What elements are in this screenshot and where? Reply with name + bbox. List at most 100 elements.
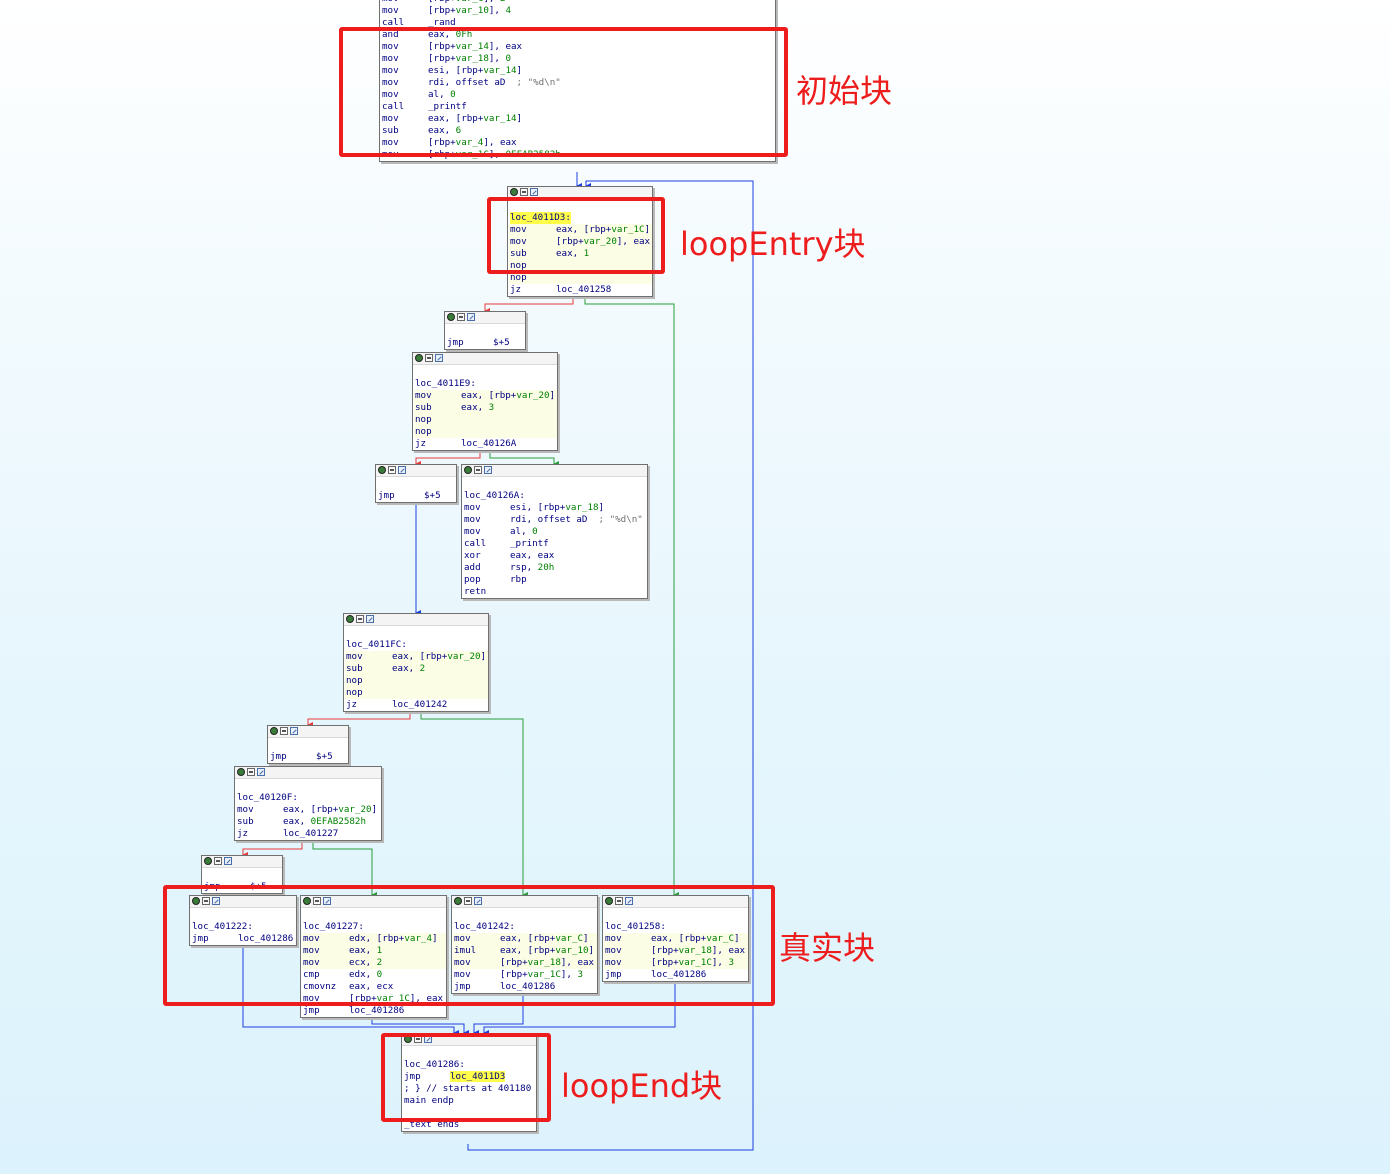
node-edit-icon[interactable] — [424, 1035, 432, 1043]
node-graph-icon[interactable] — [202, 897, 210, 905]
node-color-icon[interactable] — [303, 897, 311, 905]
instruction-line[interactable]: nop — [509, 272, 652, 284]
instruction-line[interactable]: jmp$+5 — [269, 751, 348, 763]
block-label[interactable]: loc_401258: — [604, 921, 748, 933]
block-label[interactable]: loc_4011E9: — [414, 378, 557, 390]
instruction-line[interactable]: mov[rbp+var_18], eax — [604, 945, 748, 957]
instruction-line[interactable]: call_rand — [381, 17, 775, 29]
node-header[interactable] — [301, 896, 446, 908]
instruction-line[interactable]: mov[rbp+var_18], eax — [453, 957, 597, 969]
node-graph-icon[interactable] — [615, 897, 623, 905]
instruction-line[interactable]: nop — [414, 414, 557, 426]
node-header[interactable] — [462, 465, 647, 477]
instruction-line[interactable]: mov[rbp+var_20], eax — [509, 236, 652, 248]
code-block-jmp1[interactable]: jmp$+5 — [444, 311, 526, 350]
block-label[interactable]: loc_401227: — [302, 921, 446, 933]
code-block-jmp2[interactable]: jmp$+5 — [375, 464, 457, 503]
node-edit-icon[interactable] — [366, 615, 374, 623]
node-header[interactable] — [508, 187, 652, 199]
instruction-line[interactable]: nop — [345, 675, 488, 687]
node-color-icon[interactable] — [378, 466, 386, 474]
code-block-jmp4[interactable]: jmp$+5 — [201, 855, 283, 894]
node-color-icon[interactable] — [270, 727, 278, 735]
node-color-icon[interactable] — [447, 313, 455, 321]
node-edit-icon[interactable] — [224, 857, 232, 865]
block-label[interactable]: loc_40120F: — [236, 792, 381, 804]
node-color-icon[interactable] — [605, 897, 613, 905]
node-edit-icon[interactable] — [398, 466, 406, 474]
code-block-jmp3[interactable]: jmp$+5 — [267, 725, 349, 764]
node-edit-icon[interactable] — [257, 768, 265, 776]
node-color-icon[interactable] — [404, 1035, 412, 1043]
instruction-line[interactable]: retn — [463, 586, 647, 598]
block-label[interactable]: loc_40126A: — [463, 490, 647, 502]
node-header[interactable] — [190, 896, 296, 908]
node-color-icon[interactable] — [464, 466, 472, 474]
instruction-line[interactable]: _text ends — [403, 1119, 536, 1131]
node-edit-icon[interactable] — [474, 897, 482, 905]
instruction-line[interactable]: mov[rbp+var_18], 0 — [381, 53, 775, 65]
code-block-init[interactable]: mov[rbp+var_C], 2mov[rbp+var_10], 4call_… — [379, 0, 776, 162]
block-label[interactable]: loc_4011FC: — [345, 639, 488, 651]
instruction-line[interactable]: mov[rbp+var_1C], eax — [302, 993, 446, 1005]
instruction-line[interactable]: call_printf — [463, 538, 647, 550]
node-color-icon[interactable] — [415, 354, 423, 362]
instruction-line[interactable]: jmp$+5 — [203, 881, 282, 893]
instruction-line[interactable]: mov[rbp+var_4], eax — [381, 137, 775, 149]
instruction-line[interactable]: ; } // starts at 401180 — [403, 1083, 536, 1095]
instruction-line[interactable]: call_printf — [381, 101, 775, 113]
node-color-icon[interactable] — [192, 897, 200, 905]
node-edit-icon[interactable] — [290, 727, 298, 735]
node-graph-icon[interactable] — [313, 897, 321, 905]
node-header[interactable] — [344, 614, 488, 626]
node-graph-icon[interactable] — [388, 466, 396, 474]
instruction-line[interactable]: mov[rbp+var_1C], 0EFAB2582h — [381, 149, 775, 161]
instruction-line[interactable]: jmp$+5 — [377, 490, 456, 502]
instruction-line[interactable]: mov[rbp+var_10], 4 — [381, 5, 775, 17]
node-graph-icon[interactable] — [414, 1035, 422, 1043]
instruction-line[interactable]: mov[rbp+var_14], eax — [381, 41, 775, 53]
instruction-line[interactable]: mov[rbp+var_C], 2 — [381, 0, 775, 5]
node-graph-icon[interactable] — [464, 897, 472, 905]
node-edit-icon[interactable] — [467, 313, 475, 321]
node-graph-icon[interactable] — [214, 857, 222, 865]
node-graph-icon[interactable] — [457, 313, 465, 321]
node-edit-icon[interactable] — [323, 897, 331, 905]
node-header[interactable] — [376, 465, 456, 477]
instruction-line[interactable]: nop — [345, 687, 488, 699]
